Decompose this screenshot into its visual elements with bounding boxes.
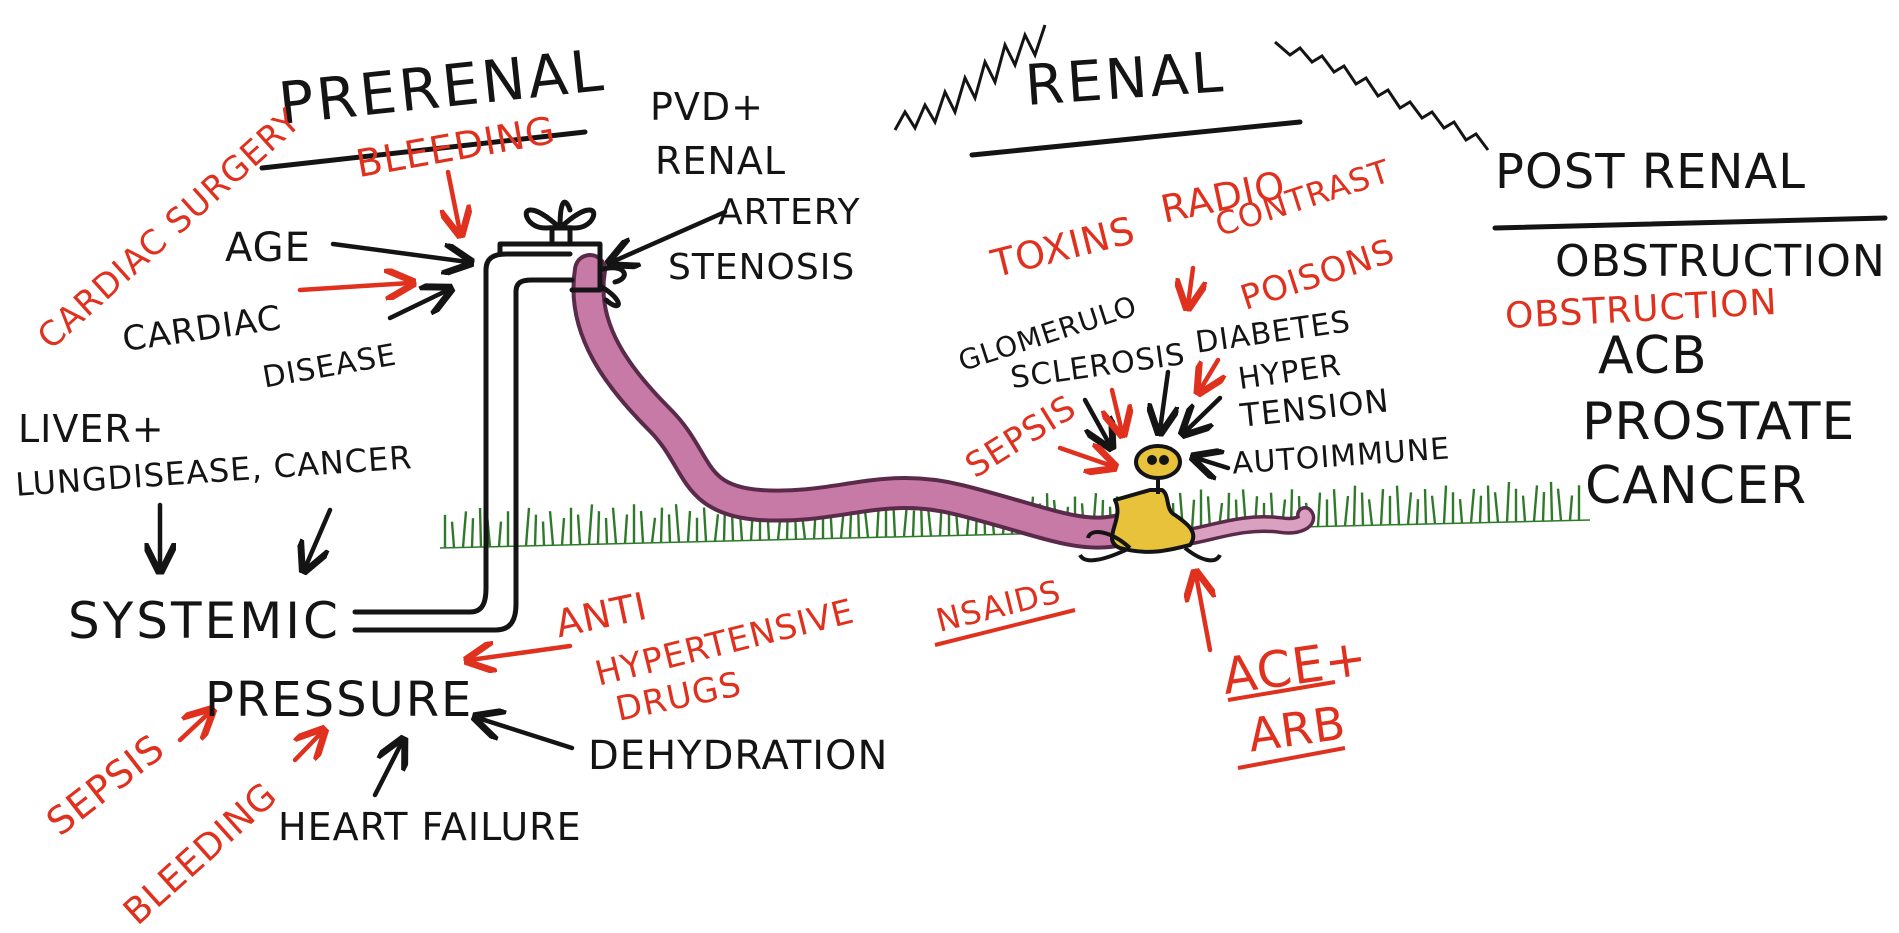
label-renal-artery-1: RENAL xyxy=(655,142,786,180)
label-renal-artery-3: STENOSIS xyxy=(668,250,855,286)
label-renal-artery-2: ARTERY xyxy=(718,195,860,231)
arrow-antihyper-to-pressure xyxy=(470,646,570,660)
arrow-hypertension-in xyxy=(1185,398,1220,432)
label-cancer-post: CANCER xyxy=(1585,460,1807,512)
label-liver: LIVER+ xyxy=(18,410,165,448)
heading-postrenal: POST RENAL xyxy=(1495,148,1806,196)
arrow-glomerulo-down xyxy=(1085,400,1110,445)
arrow-ace-up xyxy=(1196,575,1210,650)
arrow-cancer-to-systemic xyxy=(305,510,330,568)
postrenal-underline xyxy=(1495,218,1885,228)
arrow-sepsis-renal xyxy=(1060,448,1112,466)
label-systemic: SYSTEMIC xyxy=(68,596,341,646)
arrow-autoimmune-in xyxy=(1196,458,1228,468)
label-age: AGE xyxy=(225,228,311,268)
zigzag-right xyxy=(1275,42,1488,150)
arrow-diabetes-down xyxy=(1160,372,1168,430)
arrow-cardiac-red xyxy=(300,283,410,290)
label-arb: ARB xyxy=(1245,699,1348,758)
arrow-red-down xyxy=(1112,390,1122,432)
label-heart-failure: HEART FAILURE xyxy=(278,808,582,846)
arrow-radio-down xyxy=(1188,268,1193,305)
label-dehydration: DEHYDRATION xyxy=(588,736,888,776)
arrow-bleeding-to-pressure xyxy=(295,732,322,760)
renal-underline xyxy=(972,122,1300,155)
label-obstruction-black: OBSTRUCTION xyxy=(1555,240,1886,284)
label-acb: ACB xyxy=(1598,330,1708,382)
arrow-poisons-down xyxy=(1200,360,1218,390)
arrow-cardiac-black xyxy=(390,290,448,318)
arrow-dehydration-to-pressure xyxy=(478,718,572,748)
arrow-heartfailure-to-pressure xyxy=(375,742,402,795)
label-prostate: PROSTATE xyxy=(1582,396,1855,448)
arrow-bleeding-to-tap xyxy=(448,172,460,232)
hose-icon xyxy=(588,270,1306,540)
label-pvd: PVD+ xyxy=(650,88,764,126)
zigzag-left xyxy=(895,25,1045,130)
label-pressure: PRESSURE xyxy=(205,676,473,724)
arrow-age-to-tap xyxy=(333,244,468,262)
heading-renal: RENAL xyxy=(1023,45,1227,115)
